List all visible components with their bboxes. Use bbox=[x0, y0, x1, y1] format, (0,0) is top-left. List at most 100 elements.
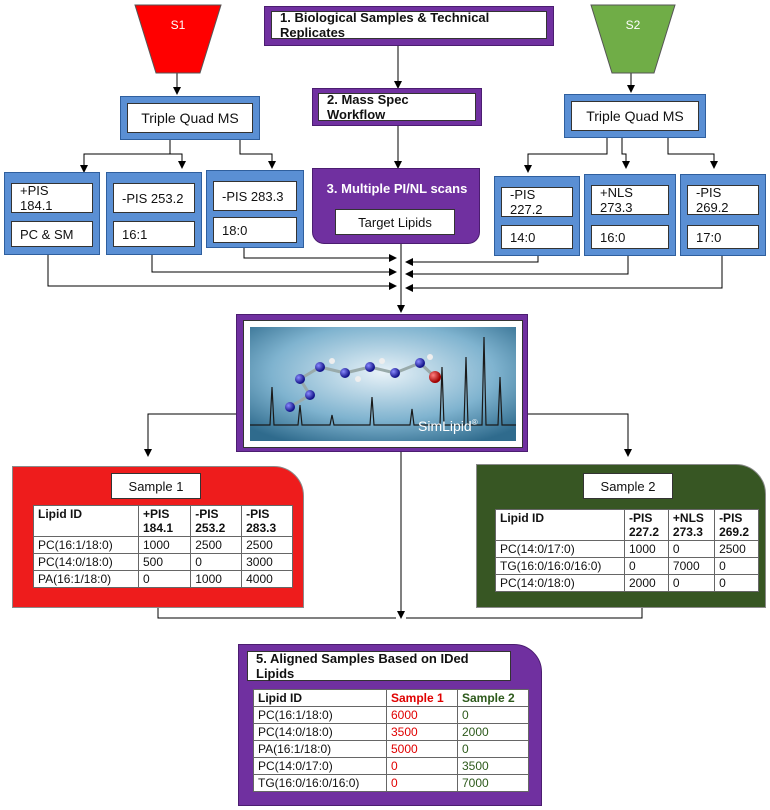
table-cell: PC(14:0/18:0) bbox=[253, 723, 387, 741]
table-cell: 1000 bbox=[190, 570, 243, 588]
step3-title: 3. Multiple PI/NL scans bbox=[326, 181, 468, 196]
table-cell: 2000 bbox=[624, 574, 669, 592]
table-cell: 3000 bbox=[241, 553, 293, 571]
triple-quad-right-label: Triple Quad MS bbox=[571, 101, 699, 131]
table-cell: 0 bbox=[624, 557, 669, 575]
table-header: Sample 1 bbox=[386, 689, 458, 707]
table-row: PA(16:1/18:0) 0 1000 4000 bbox=[33, 570, 293, 588]
table-header: Lipid ID bbox=[253, 689, 387, 707]
table-header: +PIS 184.1 bbox=[137, 505, 192, 537]
scan-label: -PIS 227.2 bbox=[501, 187, 573, 217]
scan-label: +PIS 184.1 bbox=[11, 183, 93, 213]
table-row: PC(14:0/17:0) 1000 0 2500 bbox=[495, 540, 759, 558]
simlipid-logo-image: SimLipid® bbox=[250, 327, 516, 441]
table-header: +NLS 273.3 bbox=[667, 509, 716, 541]
table-header: -PIS 253.2 bbox=[190, 505, 243, 537]
table-cell: 0 bbox=[714, 574, 759, 592]
table-cell: 0 bbox=[667, 574, 716, 592]
table-cell: PC(14:0/17:0) bbox=[253, 757, 387, 775]
table-cell: 2500 bbox=[241, 536, 293, 554]
aligned-panel: 5. Aligned Samples Based on IDed Lipids … bbox=[238, 644, 542, 806]
step2-panel: 2. Mass Spec Workflow bbox=[312, 88, 482, 126]
table-cell: 0 bbox=[137, 570, 192, 588]
sample-s2-label: S2 bbox=[625, 18, 641, 32]
sample2-panel: Sample 2 Lipid ID -PIS 227.2 +NLS 273.3 … bbox=[476, 464, 766, 608]
sample-s1-shape bbox=[134, 4, 222, 74]
table-row: PC(16:1/18:0) 1000 2500 2500 bbox=[33, 536, 293, 554]
table-cell: PC(16:1/18:0) bbox=[253, 706, 387, 724]
table-cell: 2000 bbox=[457, 723, 529, 741]
table-header: -PIS 283.3 bbox=[241, 505, 293, 537]
sample1-table-wrap: Lipid ID +PIS 184.1 -PIS 253.2 -PIS 283.… bbox=[33, 505, 293, 588]
table-cell: 0 bbox=[457, 740, 529, 758]
scan-label: -PIS 253.2 bbox=[113, 183, 195, 213]
table-cell: TG(16:0/16:0/16:0) bbox=[253, 774, 387, 792]
table-cell: 0 bbox=[386, 757, 458, 775]
scan-card-left-3: -PIS 283.3 18:0 bbox=[206, 170, 304, 248]
scan-label: -PIS 283.3 bbox=[213, 181, 297, 211]
table-cell: 7000 bbox=[457, 774, 529, 792]
scan-card-right-3: -PIS 269.2 17:0 bbox=[680, 174, 766, 256]
table-row: TG(16:0/16:0/16:0) 0 7000 bbox=[253, 774, 529, 792]
sample-s1-label: S1 bbox=[170, 18, 186, 32]
scan-label: -PIS 269.2 bbox=[687, 185, 759, 215]
table-cell: PC(14:0/18:0) bbox=[33, 553, 139, 571]
table-cell: 5000 bbox=[386, 740, 458, 758]
aligned-table-wrap: Lipid ID Sample 1 Sample 2 PC(16:1/18:0)… bbox=[253, 689, 529, 792]
table-cell: PC(14:0/17:0) bbox=[495, 540, 625, 558]
table-cell: 2500 bbox=[714, 540, 759, 558]
table-header: -PIS 227.2 bbox=[624, 509, 669, 541]
table-row: PC(14:0/18:0) 500 0 3000 bbox=[33, 553, 293, 571]
table-row: PC(16:1/18:0) 6000 0 bbox=[253, 706, 529, 724]
table-cell: 6000 bbox=[386, 706, 458, 724]
step1-title: 1. Biological Samples & Technical Replic… bbox=[271, 10, 547, 40]
sample1-table: Lipid ID +PIS 184.1 -PIS 253.2 -PIS 283.… bbox=[33, 505, 293, 588]
table-cell: 0 bbox=[667, 540, 716, 558]
simlipid-name: SimLipid® bbox=[418, 418, 478, 434]
table-header: Sample 2 bbox=[457, 689, 529, 707]
sample1-panel: Sample 1 Lipid ID +PIS 184.1 -PIS 253.2 … bbox=[12, 466, 304, 608]
table-row: PC(14:0/18:0) 3500 2000 bbox=[253, 723, 529, 741]
scan-target: PC & SM bbox=[11, 221, 93, 247]
table-row: PA(16:1/18:0) 5000 0 bbox=[253, 740, 529, 758]
step3-target-lipids: Target Lipids bbox=[335, 209, 455, 235]
simlipid-frame: SimLipid® bbox=[243, 320, 523, 448]
table-cell: 0 bbox=[190, 553, 243, 571]
table-header: Lipid ID bbox=[495, 509, 625, 541]
table-cell: PA(16:1/18:0) bbox=[253, 740, 387, 758]
simlipid-panel: SimLipid® bbox=[236, 314, 528, 452]
table-row: PC(14:0/17:0) 0 3500 bbox=[253, 757, 529, 775]
step1-panel: 1. Biological Samples & Technical Replic… bbox=[264, 6, 554, 46]
step2-title: 2. Mass Spec Workflow bbox=[318, 92, 476, 122]
scan-target: 16:1 bbox=[113, 221, 195, 247]
sample2-title: Sample 2 bbox=[583, 473, 673, 499]
table-cell: 2500 bbox=[190, 536, 243, 554]
aligned-title: 5. Aligned Samples Based on IDed Lipids bbox=[247, 651, 511, 681]
step3-panel: 3. Multiple PI/NL scans Target Lipids bbox=[312, 168, 480, 244]
table-cell: 7000 bbox=[667, 557, 716, 575]
table-row: PC(14:0/18:0) 2000 0 0 bbox=[495, 574, 759, 592]
triple-quad-right-panel: Triple Quad MS bbox=[564, 94, 706, 138]
scan-target: 16:0 bbox=[591, 225, 669, 249]
table-header: Lipid ID bbox=[33, 505, 139, 537]
scan-card-right-1: -PIS 227.2 14:0 bbox=[494, 176, 580, 256]
scan-target: 17:0 bbox=[687, 225, 759, 249]
aligned-table: Lipid ID Sample 1 Sample 2 PC(16:1/18:0)… bbox=[253, 689, 529, 792]
table-cell: 500 bbox=[137, 553, 192, 571]
table-cell: PC(14:0/18:0) bbox=[495, 574, 625, 592]
table-cell: 0 bbox=[457, 706, 529, 724]
scan-card-left-1: +PIS 184.1 PC & SM bbox=[4, 172, 100, 255]
triple-quad-left-panel: Triple Quad MS bbox=[120, 96, 260, 140]
table-cell: 3500 bbox=[386, 723, 458, 741]
sample2-table: Lipid ID -PIS 227.2 +NLS 273.3 -PIS 269.… bbox=[495, 509, 759, 592]
table-cell: 0 bbox=[714, 557, 759, 575]
table-cell: 0 bbox=[386, 774, 458, 792]
table-row: TG(16:0/16:0/16:0) 0 7000 0 bbox=[495, 557, 759, 575]
table-cell: PA(16:1/18:0) bbox=[33, 570, 139, 588]
scan-target: 18:0 bbox=[213, 217, 297, 243]
table-cell: PC(16:1/18:0) bbox=[33, 536, 139, 554]
scan-card-right-2: +NLS 273.3 16:0 bbox=[584, 174, 676, 256]
triple-quad-left-label: Triple Quad MS bbox=[127, 103, 253, 133]
scan-card-left-2: -PIS 253.2 16:1 bbox=[106, 172, 202, 255]
